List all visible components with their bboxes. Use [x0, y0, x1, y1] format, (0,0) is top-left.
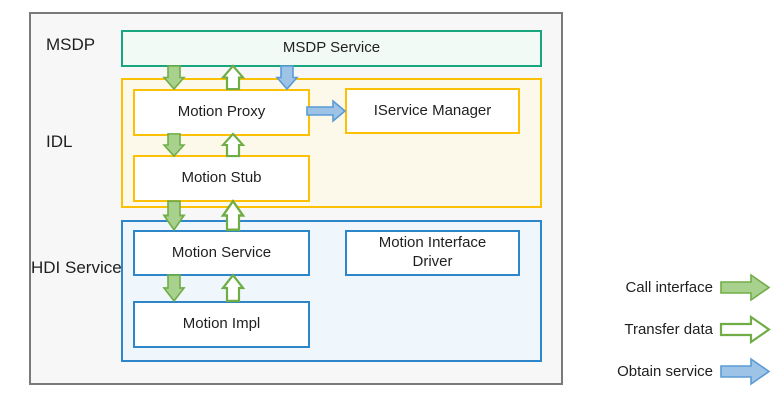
- layer-label-msdp: MSDP: [46, 35, 96, 54]
- motion-interface-driver-label: Motion Interface Driver: [378, 234, 487, 270]
- motion-proxy-box: Motion Proxy: [133, 89, 310, 136]
- transfer-data-up-arrow-icon: [220, 64, 246, 91]
- obtain-service-arrow-icon: [720, 356, 771, 386]
- call-interface-arrow-icon: [720, 272, 771, 302]
- legend-item-call-interface: Call interface: [580, 272, 771, 302]
- call-interface-down-arrow-icon: [162, 133, 186, 158]
- motion-service-label: Motion Service: [171, 243, 272, 261]
- iservice-manager-box: IService Manager: [345, 88, 520, 134]
- call-interface-down-arrow-icon: [162, 65, 186, 91]
- layer-label-hdi-service: HDI Service: [31, 258, 122, 277]
- motion-stub-label: Motion Stub: [181, 169, 262, 187]
- legend-item-transfer-data: Transfer data: [580, 314, 771, 344]
- motion-impl-label: Motion Impl: [182, 315, 261, 333]
- transfer-data-up-arrow-icon: [220, 132, 246, 158]
- call-interface-down-arrow-icon: [162, 200, 186, 232]
- motion-stub-box: Motion Stub: [133, 155, 310, 202]
- transfer-data-arrow-icon: [719, 314, 771, 344]
- legend-item-obtain-service: Obtain service: [580, 356, 771, 386]
- motion-interface-driver-box: Motion Interface Driver: [345, 230, 520, 276]
- legend-label-transfer-data: Transfer data: [624, 320, 713, 338]
- obtain-service-down-arrow-icon: [275, 65, 299, 91]
- motion-proxy-label: Motion Proxy: [177, 103, 266, 121]
- msdp-service-box: MSDP Service: [121, 30, 542, 67]
- layer-label-idl: IDL: [46, 132, 73, 151]
- call-interface-down-arrow-icon: [162, 274, 186, 303]
- msdp-service-label: MSDP Service: [282, 39, 381, 57]
- legend-label-call-interface: Call interface: [625, 278, 713, 296]
- legend-label-obtain-service: Obtain service: [617, 362, 713, 380]
- motion-impl-box: Motion Impl: [133, 301, 310, 348]
- iservice-manager-label: IService Manager: [373, 101, 492, 119]
- motion-service-box: Motion Service: [133, 230, 310, 276]
- obtain-service-right-arrow-icon: [306, 99, 347, 123]
- transfer-data-up-arrow-icon: [220, 199, 246, 232]
- transfer-data-up-arrow-icon: [220, 273, 246, 303]
